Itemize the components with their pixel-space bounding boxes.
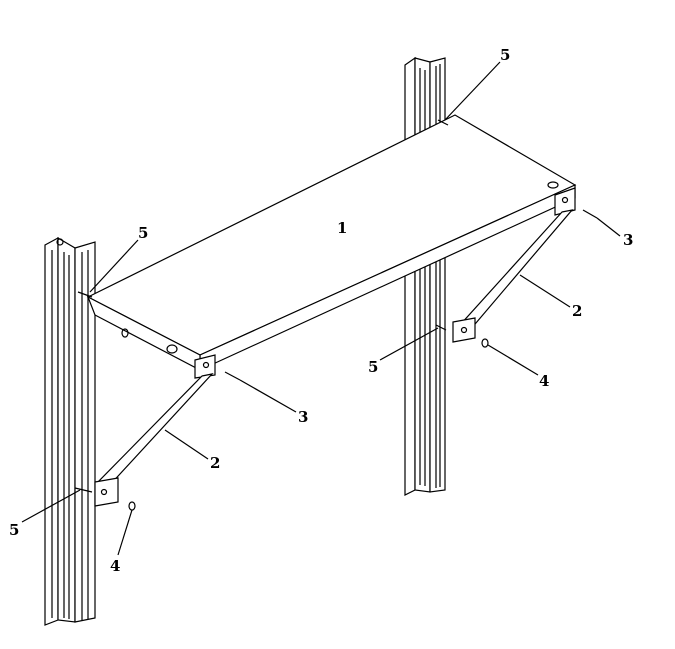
label-bracket-right: 2: [572, 302, 582, 320]
fasteners: [74, 119, 598, 511]
label-shelf: 1: [337, 219, 347, 237]
label-fastener-bottom-left: 5: [9, 521, 19, 539]
left-post: [44, 236, 96, 626]
label-screw-left: 3: [298, 408, 308, 426]
label-fastener-top-left: 5: [138, 224, 148, 242]
label-fastener-mid-right: 5: [368, 358, 378, 376]
label-pin-right: 4: [539, 372, 549, 390]
shelf: [86, 114, 577, 371]
label-pin-left: 4: [110, 557, 120, 575]
label-bracket-left: 2: [210, 454, 220, 472]
right-bracket: [452, 187, 576, 343]
label-fastener-top-right: 5: [500, 46, 510, 64]
label-screw-right: 3: [623, 231, 633, 249]
left-bracket: [94, 354, 216, 507]
leader-lines: [21, 61, 621, 556]
